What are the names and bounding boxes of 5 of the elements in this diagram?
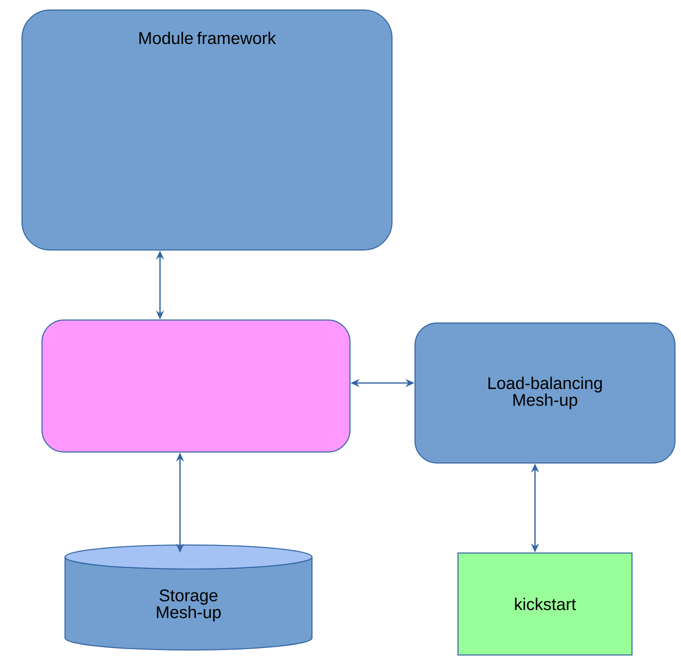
process-box: Load-balancing Mesh-up [414,322,676,464]
process-box [42,320,350,452]
process-box: kickstart [458,552,632,656]
storage-cylinder: Storage Mesh-up [64,544,312,650]
module-box: Module framework [22,10,392,250]
